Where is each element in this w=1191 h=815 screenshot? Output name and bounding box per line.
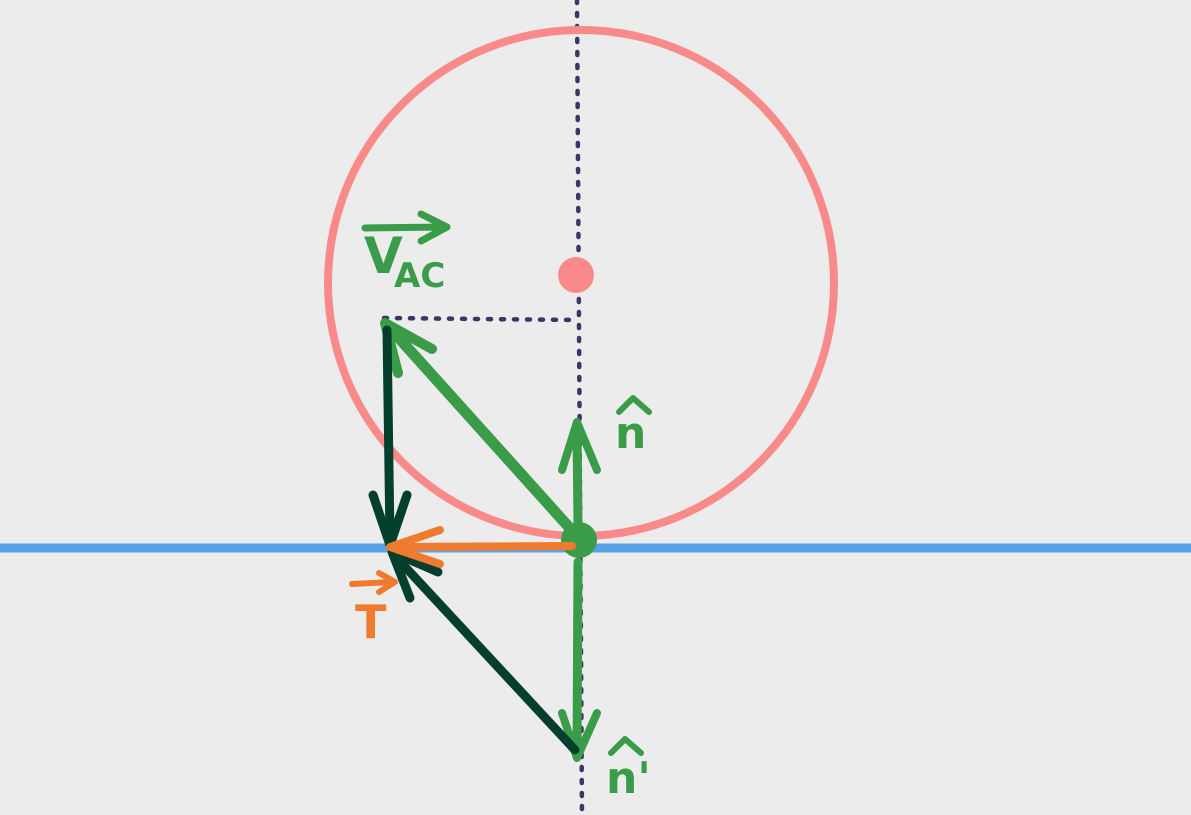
dark-diagonal-vector: [387, 547, 580, 755]
t-label-text: T: [355, 595, 387, 649]
v-ac-label-text: V: [364, 227, 403, 285]
n-prime-vector: [558, 557, 601, 762]
n-hat-vector: [558, 418, 601, 532]
n-hat-label-text: n: [615, 408, 646, 459]
v-ac-vector: [380, 318, 582, 541]
n-prime-label-text: n': [606, 753, 651, 804]
n-hat-label: n: [615, 395, 652, 459]
circle-center-dot: [558, 257, 594, 293]
t-vector: [386, 526, 576, 568]
v-ac-label-subscript: AC: [394, 256, 445, 296]
n-prime-label: n': [606, 736, 651, 804]
horizontal-guide-line: [381, 315, 581, 323]
v-ac-label: V AC: [361, 210, 451, 296]
t-label: T: [349, 570, 398, 649]
